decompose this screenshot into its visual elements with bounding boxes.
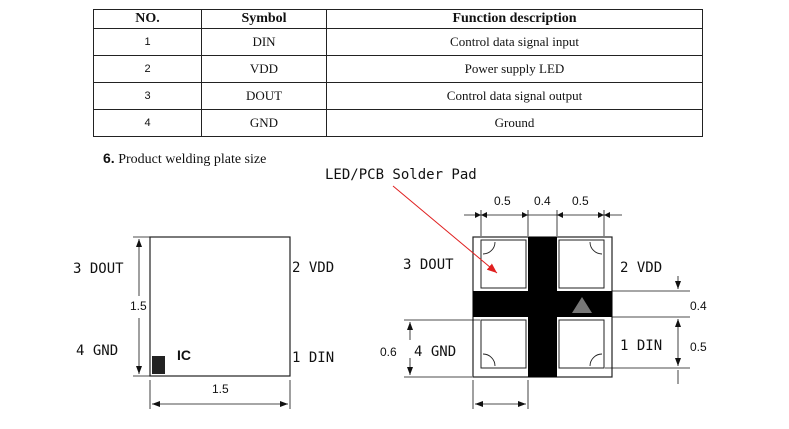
left-pin3-label: 3 DOUT [73, 261, 124, 277]
left-package-view: IC 3 DOUT 2 VDD 4 GND 1 DIN 1.5 1.5 [73, 236, 334, 409]
left-pin2-label: 2 VDD [292, 260, 334, 276]
cell-symbol: DOUT [201, 82, 327, 110]
dim-right-lower: 0.5 [690, 340, 707, 354]
dim-left: 0.6 [380, 345, 397, 359]
cell-desc: Control data signal input [326, 28, 703, 56]
cell-no: 4 [93, 109, 202, 137]
dim-top-right: 0.5 [572, 194, 589, 208]
dim-top-left: 0.5 [494, 194, 511, 208]
pad-cross-horizontal [473, 291, 612, 317]
cell-desc: Control data signal output [326, 82, 703, 110]
table-row: 2 VDD Power supply LED [93, 55, 703, 83]
right-pin3-label: 3 DOUT [403, 257, 454, 273]
right-pin4-label: 4 GND [414, 344, 456, 360]
section-number: 6. [103, 150, 115, 166]
ic-marker [152, 356, 165, 374]
section-heading: 6. Product welding plate size [103, 150, 266, 168]
cell-symbol: DIN [201, 28, 327, 56]
solder-pad-pin2 [558, 239, 605, 289]
left-height-dim: 1.5 [130, 299, 147, 313]
cell-desc: Power supply LED [326, 55, 703, 83]
cell-desc: Ground [326, 109, 703, 137]
right-pin1-label: 1 DIN [620, 338, 662, 354]
dim-top-mid: 0.4 [534, 194, 551, 208]
right-pin2-label: 2 VDD [620, 260, 662, 276]
ic-label: IC [177, 347, 191, 363]
pin-function-table: NO. Symbol Function description 1 DIN Co… [93, 9, 703, 137]
orientation-triangle-icon [572, 297, 592, 313]
package-outline [149, 236, 291, 377]
cell-symbol: VDD [201, 55, 327, 83]
solder-pad-pin1 [558, 319, 605, 369]
solder-pad-callout: LED/PCB Solder Pad [325, 167, 477, 183]
solder-pad-pin3 [480, 239, 527, 289]
table-row: 3 DOUT Control data signal output [93, 82, 703, 110]
left-pin1-label: 1 DIN [292, 350, 334, 366]
cell-no: 2 [93, 55, 202, 83]
table-row: 1 DIN Control data signal input [93, 28, 703, 56]
cell-symbol: GND [201, 109, 327, 137]
callout-arrow [392, 185, 498, 274]
left-width-dim: 1.5 [212, 382, 229, 396]
solder-pad-pin4 [480, 319, 527, 369]
left-pin4-label: 4 GND [76, 343, 118, 359]
right-pad-view: LED/PCB Solder Pad 3 DOUT 2 VDD 4 GND 1 … [325, 167, 707, 409]
dim-right-upper: 0.4 [690, 299, 707, 313]
section-title-text: Product welding plate size [114, 152, 267, 167]
table-row: 4 GND Ground [93, 109, 703, 137]
